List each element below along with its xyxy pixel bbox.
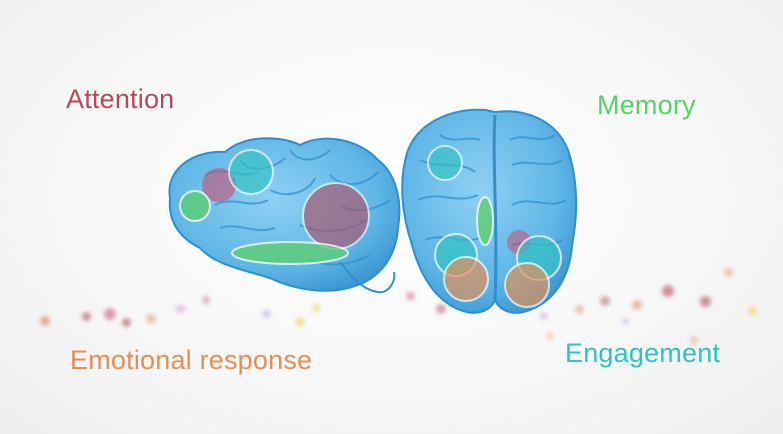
engagement-region <box>428 146 462 180</box>
attention-region <box>303 183 369 249</box>
emotional-response-region <box>444 257 488 301</box>
engagement-label: Engagement <box>565 338 720 369</box>
emotional-response-region <box>505 263 549 307</box>
top-view-brain <box>402 110 576 313</box>
side-view-brain <box>169 138 399 292</box>
attention-label: Attention <box>66 84 174 115</box>
memory-region <box>232 242 348 264</box>
memory-region <box>477 197 493 245</box>
memory-label: Memory <box>597 90 696 121</box>
engagement-region <box>229 150 273 194</box>
memory-region <box>180 191 210 221</box>
emotional-response-label: Emotional response <box>70 345 312 376</box>
